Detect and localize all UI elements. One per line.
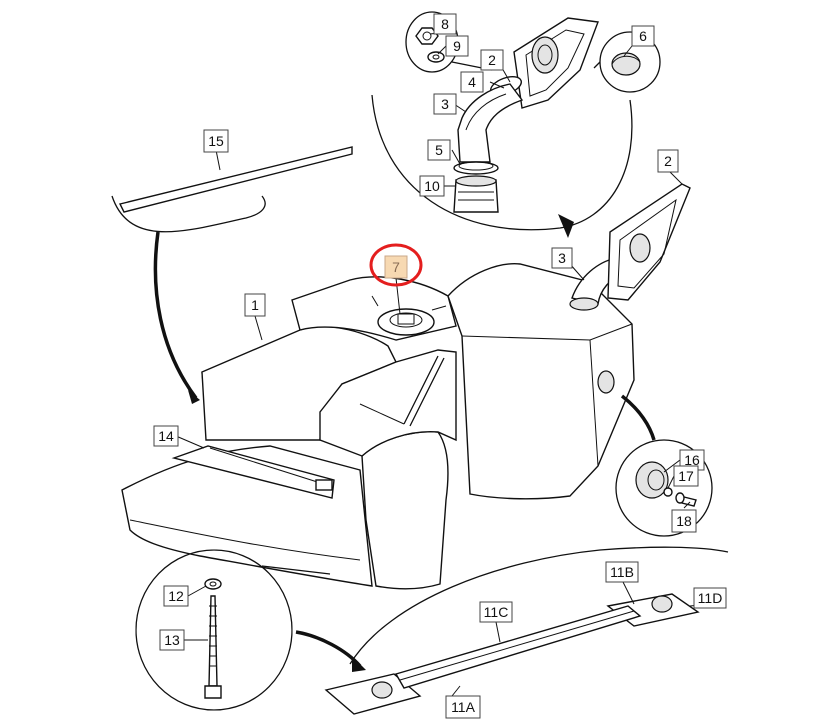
svg-text:15: 15 (208, 133, 224, 149)
svg-text:10: 10 (424, 178, 440, 194)
callout-9[interactable]: 9 (445, 35, 469, 57)
callout-11d[interactable]: 11D (693, 587, 727, 609)
highlight-circle (369, 243, 423, 287)
callout-17[interactable]: 17 (673, 465, 699, 487)
filler-neck-detail (371, 17, 633, 238)
svg-text:13: 13 (164, 632, 180, 648)
callout-8[interactable]: 8 (433, 13, 457, 35)
svg-text:3: 3 (441, 96, 449, 112)
strip-15-detail (111, 146, 353, 404)
plug-detail (615, 394, 713, 537)
svg-text:3: 3 (558, 250, 566, 266)
svg-text:1: 1 (251, 297, 259, 313)
callout-7[interactable]: 7 (384, 255, 408, 279)
callout-1[interactable]: 1 (244, 293, 266, 317)
svg-text:14: 14 (158, 428, 174, 444)
svg-text:16: 16 (684, 452, 700, 468)
callout-12[interactable]: 12 (163, 585, 189, 607)
fuel-tank-assembly (121, 183, 691, 590)
strap-detail (295, 546, 729, 715)
callout-10[interactable]: 10 (419, 175, 445, 197)
svg-text:6: 6 (639, 28, 647, 44)
callout-16[interactable]: 16 (679, 449, 705, 471)
bolt-detail (136, 550, 292, 710)
callout-14[interactable]: 14 (153, 425, 179, 447)
svg-text:11D: 11D (698, 590, 723, 606)
svg-text:11B: 11B (610, 564, 634, 580)
svg-text:11A: 11A (451, 699, 476, 715)
callout-5[interactable]: 5 (427, 139, 451, 161)
svg-text:2: 2 (488, 52, 496, 68)
svg-text:2: 2 (664, 153, 672, 169)
svg-text:11C: 11C (484, 604, 509, 620)
fuel-cap-detail (593, 31, 661, 93)
svg-text:17: 17 (678, 468, 694, 484)
callout-3-right[interactable]: 3 (551, 247, 573, 269)
svg-text:4: 4 (468, 74, 476, 90)
callout-4[interactable]: 4 (460, 71, 484, 93)
callout-13[interactable]: 13 (159, 629, 185, 651)
callout-2-right[interactable]: 2 (657, 149, 679, 173)
svg-text:12: 12 (168, 588, 184, 604)
callout-11b[interactable]: 11B (605, 561, 639, 583)
svg-text:7: 7 (392, 259, 400, 275)
callout-18[interactable]: 18 (671, 509, 697, 533)
svg-text:18: 18 (676, 513, 692, 529)
callout-15[interactable]: 15 (203, 129, 229, 153)
callout-2-top[interactable]: 2 (480, 49, 504, 71)
callout-11c[interactable]: 11C (479, 601, 513, 623)
svg-text:8: 8 (441, 16, 449, 32)
callout-3-top[interactable]: 3 (433, 93, 457, 115)
callout-6[interactable]: 6 (631, 25, 655, 47)
svg-text:9: 9 (453, 38, 461, 54)
svg-text:5: 5 (435, 142, 443, 158)
callout-11a[interactable]: 11A (445, 695, 481, 719)
